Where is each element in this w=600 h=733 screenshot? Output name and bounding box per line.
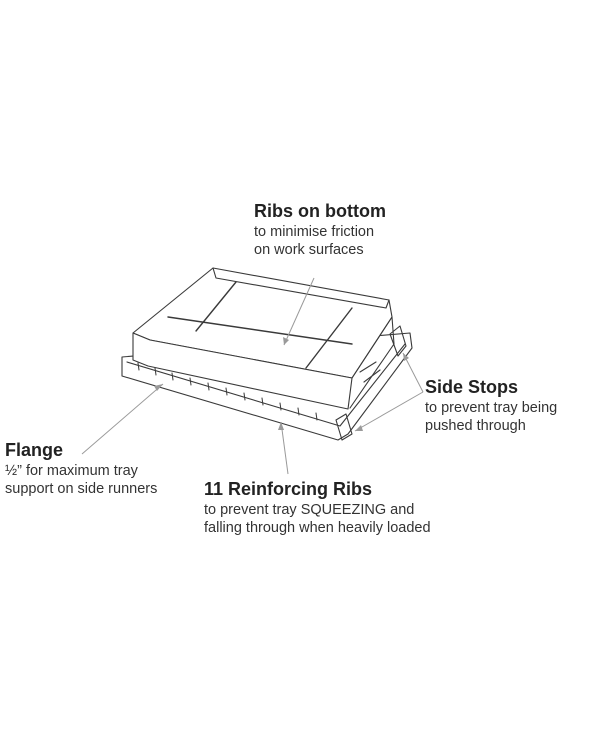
callout-reinforcing-ribs: 11 Reinforcing Ribs to prevent tray SQUE… <box>204 478 431 537</box>
callout-ribs-on-bottom: Ribs on bottom to minimise friction on w… <box>254 200 386 259</box>
callout-flange: Flange ½” for maximum tray support on si… <box>5 439 157 498</box>
side-stop-lower <box>335 413 353 441</box>
arrow-flange <box>154 384 163 391</box>
callout-desc-line2: falling through when heavily loaded <box>204 519 431 536</box>
tray-illustration <box>121 267 413 441</box>
leader-reinforcing <box>280 421 289 475</box>
arrow-reinforcing <box>278 422 284 430</box>
leader-flange <box>81 383 164 455</box>
callout-desc-line2: on work surfaces <box>254 241 364 258</box>
leader-ribs-bottom <box>283 277 315 346</box>
tray-flange-inner <box>126 343 406 427</box>
callout-title: Flange <box>5 440 64 460</box>
arrow-side-stops-a <box>403 353 409 361</box>
callout-desc-line2: pushed through <box>425 417 526 434</box>
callout-title: Side Stops <box>425 377 519 397</box>
callout-desc-line2: support on side runners <box>5 480 158 497</box>
callout-title: 11 Reinforcing Ribs <box>204 479 373 499</box>
callout-desc-line1: to minimise friction <box>254 223 375 240</box>
callout-desc-line1: to prevent tray being <box>425 399 558 416</box>
arrow-ribs-bottom <box>283 337 289 345</box>
reinforcing-ribs <box>137 362 318 421</box>
tray-front-wall <box>132 332 353 410</box>
callout-desc-line1: ½” for maximum tray <box>5 462 138 479</box>
callout-side-stops: Side Stops to prevent tray being pushed … <box>425 376 557 435</box>
leader-arrowheads <box>154 337 409 431</box>
callout-desc-line1: to prevent tray SQUEEZING and <box>204 501 415 518</box>
leader-side-stops-b <box>354 391 424 432</box>
callout-title: Ribs on bottom <box>254 201 386 221</box>
arrow-side-stops-b <box>355 425 363 431</box>
side-stop-upper <box>389 325 407 357</box>
bottom-ribs <box>167 281 353 369</box>
